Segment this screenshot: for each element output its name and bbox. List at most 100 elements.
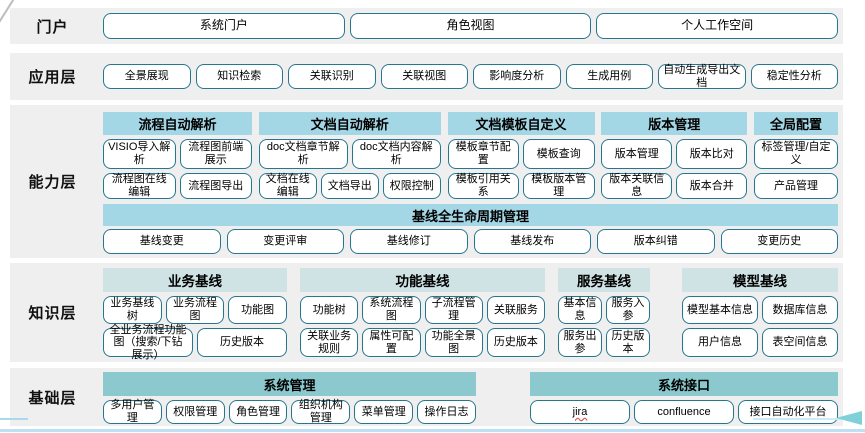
version-mgmt-header: 版本管理 bbox=[601, 112, 748, 135]
operation-log-button[interactable]: 操作日志 bbox=[417, 400, 476, 424]
foundation-groups: 系统管理 多用户管理 权限管理 角色管理 组织机构管理 菜单管理 操作日志 系统… bbox=[103, 372, 838, 424]
doc-content-parse-button[interactable]: doc文档内容解析 bbox=[351, 139, 441, 169]
layer-label-knowledge: 知识层 bbox=[28, 305, 77, 322]
baseline-revise-button[interactable]: 基线修订 bbox=[350, 229, 468, 254]
personal-workspace-button[interactable]: 个人工作空间 bbox=[596, 13, 839, 39]
baseline-release-button[interactable]: 基线发布 bbox=[473, 229, 591, 254]
doc-template-custom-header: 文档模板自定义 bbox=[447, 112, 595, 135]
role-mgmt-button[interactable]: 角色管理 bbox=[228, 400, 288, 424]
business-flowchart-button[interactable]: 业务流程图 bbox=[165, 296, 225, 324]
tablespace-info-button[interactable]: 表空间信息 bbox=[762, 328, 838, 357]
panorama-display-button[interactable]: 全景展现 bbox=[103, 64, 191, 89]
process-auto-parse-header: 流程自动解析 bbox=[103, 112, 252, 135]
relation-view-button[interactable]: 关联视图 bbox=[380, 64, 468, 89]
product-mgmt-button[interactable]: 产品管理 bbox=[754, 173, 838, 199]
role-view-button[interactable]: 角色视图 bbox=[349, 13, 592, 39]
system-flowchart-button[interactable]: 系统流程图 bbox=[362, 296, 421, 324]
template-reference-relation-button[interactable]: 模板引用关系 bbox=[447, 173, 519, 199]
impact-analysis-button[interactable]: 影响度分析 bbox=[473, 64, 561, 89]
business-baseline-header: 业务基线 bbox=[103, 268, 287, 292]
business-baseline-group: 业务基线 业务基线树 业务流程图 功能图 全业务流程功能图（搜索/下钻展示） 历… bbox=[103, 268, 288, 361]
function-panorama-button[interactable]: 功能全景图 bbox=[424, 328, 483, 357]
full-business-process-function-map-button[interactable]: 全业务流程功能图（搜索/下钻展示） bbox=[103, 324, 193, 361]
function-tree-button[interactable]: 功能树 bbox=[300, 296, 359, 324]
portal-button-row: 系统门户 角色视图 个人工作空间 bbox=[103, 8, 839, 44]
tag-mgmt-custom-button[interactable]: 标签管理/自定义 bbox=[754, 139, 838, 169]
doc-auto-parse-header: 文档自动解析 bbox=[258, 112, 441, 135]
multi-user-mgmt-button[interactable]: 多用户管理 bbox=[103, 399, 162, 424]
baseline-lifecycle-header: 基线全生命周期管理 bbox=[103, 204, 838, 226]
service-input-param-button[interactable]: 服务入参 bbox=[606, 296, 650, 324]
system-interface-header: 系统接口 bbox=[530, 372, 838, 396]
system-mgmt-group: 系统管理 多用户管理 权限管理 角色管理 组织机构管理 菜单管理 操作日志 bbox=[103, 372, 476, 424]
visio-import-parse-button[interactable]: VISIO导入解析 bbox=[103, 139, 176, 169]
template-query-button[interactable]: 模板查询 bbox=[523, 139, 595, 169]
doc-chapter-parse-button[interactable]: doc文档章节解析 bbox=[258, 139, 348, 169]
left-arrow-icon bbox=[836, 411, 862, 425]
jira-button[interactable]: jira bbox=[530, 400, 630, 424]
related-service-button[interactable]: 关联服务 bbox=[486, 296, 545, 324]
doc-auto-parse-group: 文档自动解析 doc文档章节解析 doc文档内容解析 文档在线编辑 文档导出 权… bbox=[258, 112, 441, 199]
knowledge-search-button[interactable]: 知识检索 bbox=[195, 64, 283, 89]
change-review-button[interactable]: 变更评审 bbox=[226, 229, 344, 254]
process-diagram-online-edit-button[interactable]: 流程图在线编辑 bbox=[103, 173, 176, 199]
function-diagram-button[interactable]: 功能图 bbox=[228, 296, 288, 324]
auto-generate-export-doc-button[interactable]: 自动生成导出文档 bbox=[658, 64, 746, 89]
capability-groups: 流程自动解析 VISIO导入解析 流程图前端展示 流程图在线编辑 流程图导出 文… bbox=[103, 112, 838, 199]
version-mgmt-button[interactable]: 版本管理 bbox=[601, 139, 673, 169]
related-business-rule-button[interactable]: 关联业务规则 bbox=[300, 328, 359, 357]
bottom-left-line-decoration bbox=[0, 418, 28, 420]
stability-analysis-button[interactable]: 稳定性分析 bbox=[750, 64, 838, 89]
system-mgmt-header: 系统管理 bbox=[103, 372, 476, 396]
layer-label-application: 应用层 bbox=[28, 69, 77, 86]
function-baseline-group: 功能基线 功能树 系统流程图 子流程管理 关联服务 关联业务规则 属性可配置 功… bbox=[300, 268, 545, 357]
interface-automation-platform-button[interactable]: 接口自动化平台 bbox=[738, 400, 838, 424]
knowledge-groups: 业务基线 业务基线树 业务流程图 功能图 全业务流程功能图（搜索/下钻展示） 历… bbox=[103, 268, 838, 361]
history-version-button[interactable]: 历史版本 bbox=[606, 328, 650, 357]
layer-label-capability: 能力层 bbox=[28, 174, 77, 191]
version-compare-button[interactable]: 版本比对 bbox=[676, 139, 748, 169]
function-baseline-header: 功能基线 bbox=[300, 268, 545, 292]
corner-slash-decoration bbox=[0, 0, 15, 23]
change-history-button[interactable]: 变更历史 bbox=[720, 229, 838, 254]
process-diagram-export-button[interactable]: 流程图导出 bbox=[179, 173, 252, 199]
layer-label-foundation: 基础层 bbox=[28, 389, 77, 407]
system-portal-button[interactable]: 系统门户 bbox=[103, 13, 345, 39]
business-baseline-tree-button[interactable]: 业务基线树 bbox=[103, 296, 162, 324]
template-version-mgmt-button[interactable]: 模板版本管理 bbox=[523, 173, 595, 199]
version-mgmt-group: 版本管理 版本管理 版本比对 版本关联信息 版本合并 bbox=[601, 112, 748, 199]
process-diagram-frontend-display-button[interactable]: 流程图前端展示 bbox=[179, 139, 252, 169]
menu-mgmt-button[interactable]: 菜单管理 bbox=[354, 400, 414, 424]
org-structure-mgmt-button[interactable]: 组织机构管理 bbox=[291, 399, 351, 424]
process-auto-parse-group: 流程自动解析 VISIO导入解析 流程图前端展示 流程图在线编辑 流程图导出 bbox=[103, 112, 252, 199]
bottom-border-line-decoration bbox=[0, 429, 865, 432]
doc-template-custom-group: 文档模板自定义 模板章节配置 模板查询 模板引用关系 模板版本管理 bbox=[447, 112, 595, 199]
baseline-change-button[interactable]: 基线变更 bbox=[103, 229, 221, 254]
template-chapter-config-button[interactable]: 模板章节配置 bbox=[447, 139, 519, 169]
version-merge-button[interactable]: 版本合并 bbox=[676, 173, 748, 199]
doc-online-edit-button[interactable]: 文档在线编辑 bbox=[258, 173, 317, 199]
user-info-button[interactable]: 用户信息 bbox=[682, 328, 758, 357]
subprocess-mgmt-button[interactable]: 子流程管理 bbox=[424, 296, 483, 324]
attribute-configurable-button[interactable]: 属性可配置 bbox=[362, 328, 421, 357]
service-baseline-group: 服务基线 基本信息 服务入参 服务出参 历史版本 bbox=[558, 268, 650, 357]
confluence-button[interactable]: confluence bbox=[634, 400, 734, 424]
history-version-button[interactable]: 历史版本 bbox=[486, 328, 545, 357]
basic-info-button[interactable]: 基本信息 bbox=[558, 296, 602, 324]
model-basic-info-button[interactable]: 模型基本信息 bbox=[682, 296, 758, 324]
baseline-button-row: 基线变更 变更评审 基线修订 基线发布 版本纠错 变更历史 bbox=[103, 229, 838, 254]
service-baseline-header: 服务基线 bbox=[558, 268, 650, 292]
version-correction-button[interactable]: 版本纠错 bbox=[597, 229, 715, 254]
service-output-param-button[interactable]: 服务出参 bbox=[558, 328, 602, 357]
permission-control-button[interactable]: 权限控制 bbox=[382, 173, 441, 199]
portal-layer-band: 门户 系统门户 角色视图 个人工作空间 bbox=[10, 8, 843, 44]
generate-usecase-button[interactable]: 生成用例 bbox=[565, 64, 653, 89]
doc-export-button[interactable]: 文档导出 bbox=[320, 173, 379, 199]
history-version-button[interactable]: 历史版本 bbox=[197, 328, 287, 357]
system-interface-group: 系统接口 jira confluence 接口自动化平台 bbox=[530, 372, 838, 424]
application-layer-band: 应用层 全景展现 知识检索 关联识别 关联视图 影响度分析 生成用例 自动生成导… bbox=[10, 53, 843, 100]
relation-identify-button[interactable]: 关联识别 bbox=[288, 64, 376, 89]
database-info-button[interactable]: 数据库信息 bbox=[762, 296, 838, 324]
permission-mgmt-button[interactable]: 权限管理 bbox=[165, 400, 225, 424]
version-relation-info-button[interactable]: 版本关联信息 bbox=[601, 173, 673, 199]
